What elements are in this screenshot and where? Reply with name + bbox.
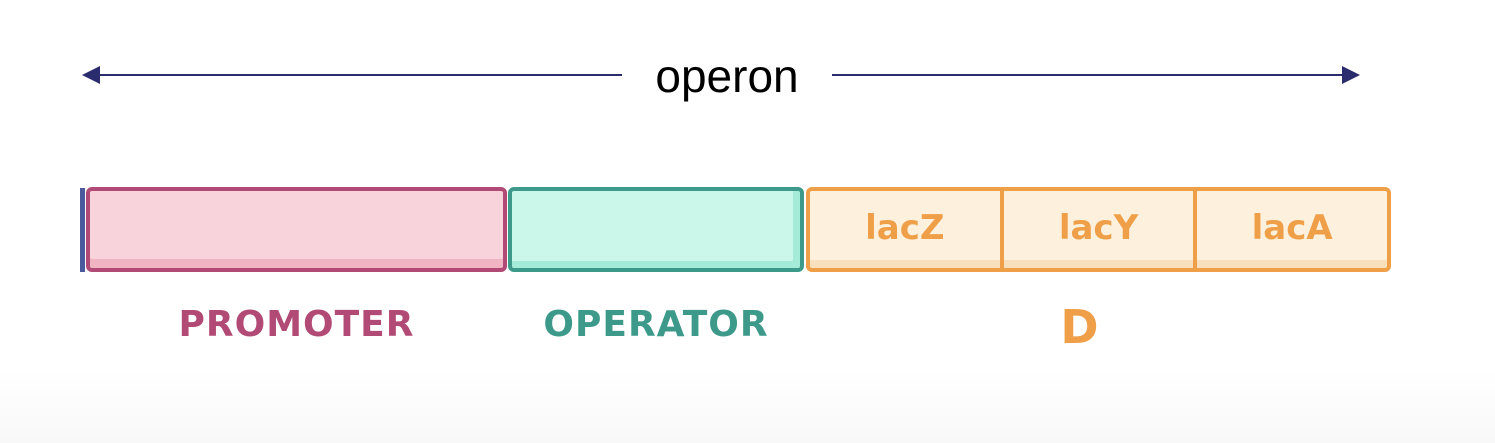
operon-label: operon [655,50,799,102]
gene-lacz: lacZ [865,207,945,248]
gene-laca: lacA [1251,207,1333,248]
gene-lacy: lacY [1058,207,1139,248]
operon-span-line-right [832,74,1346,76]
left-arrowhead-icon [82,66,100,84]
genes-label: D [1060,300,1100,354]
operator-label: OPERATOR [543,304,769,345]
gene-divider [999,191,1004,268]
structural-genes-box: lacZ lacY lacA [806,187,1391,272]
operon-span-line-left [96,74,622,76]
right-arrowhead-icon [1342,66,1360,84]
gene-divider [1193,191,1198,268]
promoter-box [86,187,507,272]
promoter-label: PROMOTER [178,304,415,345]
dna-strand-edge [80,188,85,272]
operator-box [508,187,804,272]
